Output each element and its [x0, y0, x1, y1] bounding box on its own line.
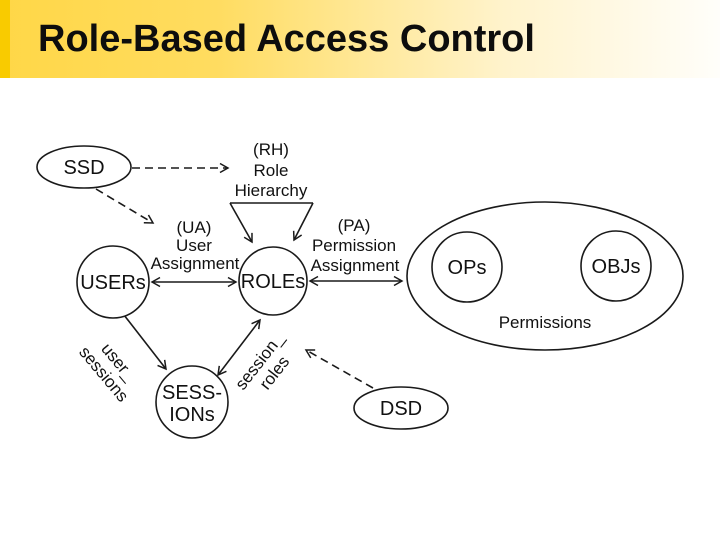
label-session-roles: session_ roles — [231, 328, 293, 393]
node-ops: OPs — [431, 231, 503, 303]
label-permission-assignment: (PA) Permission Assignment — [311, 216, 400, 275]
sessions-label-line1: SESS- — [162, 382, 222, 404]
node-dsd: DSD — [353, 386, 449, 430]
ua-line2: User — [176, 236, 212, 255]
slide-header: Role-Based Access Control — [0, 0, 720, 78]
pa-line1: (PA) — [338, 216, 371, 235]
node-ssd: SSD — [36, 145, 132, 189]
edge-ssd-to-user-assignment — [95, 188, 153, 223]
ssd-label: SSD — [63, 157, 104, 179]
node-users: USERs — [76, 245, 150, 319]
roles-label: ROLEs — [241, 271, 305, 293]
node-objs: OBJs — [580, 230, 652, 302]
users-label: USERs — [80, 272, 146, 294]
rh-line2: Role — [254, 161, 289, 180]
header-accent-strip — [0, 0, 10, 78]
edge-role-hierarchy-loop — [229, 202, 314, 242]
label-role-hierarchy: (RH) Role Hierarchy — [235, 140, 308, 200]
ua-line3: Assignment — [151, 254, 240, 273]
rh-line1: (RH) — [253, 140, 289, 159]
pa-line3: Assignment — [311, 256, 400, 275]
sessions-label-line2: IONs — [169, 404, 215, 426]
ua-line1: (UA) — [177, 218, 212, 237]
node-roles: ROLEs — [238, 246, 308, 316]
label-user-assignment: (UA) User Assignment — [151, 218, 240, 273]
permissions-label: Permissions — [499, 313, 592, 332]
edge-session-roles — [218, 320, 260, 375]
objs-label: OBJs — [592, 256, 641, 278]
edge-user-sessions — [123, 314, 166, 369]
node-sessions: SESS- IONs — [155, 365, 229, 439]
label-user-sessions: user_ sessions — [75, 339, 139, 405]
ops-label: OPs — [448, 257, 487, 279]
pa-line2: Permission — [312, 236, 396, 255]
dsd-label: DSD — [380, 398, 422, 420]
rh-line3: Hierarchy — [235, 181, 308, 200]
slide-title: Role-Based Access Control — [38, 18, 535, 60]
edge-dsd-to-session-roles — [306, 350, 374, 389]
